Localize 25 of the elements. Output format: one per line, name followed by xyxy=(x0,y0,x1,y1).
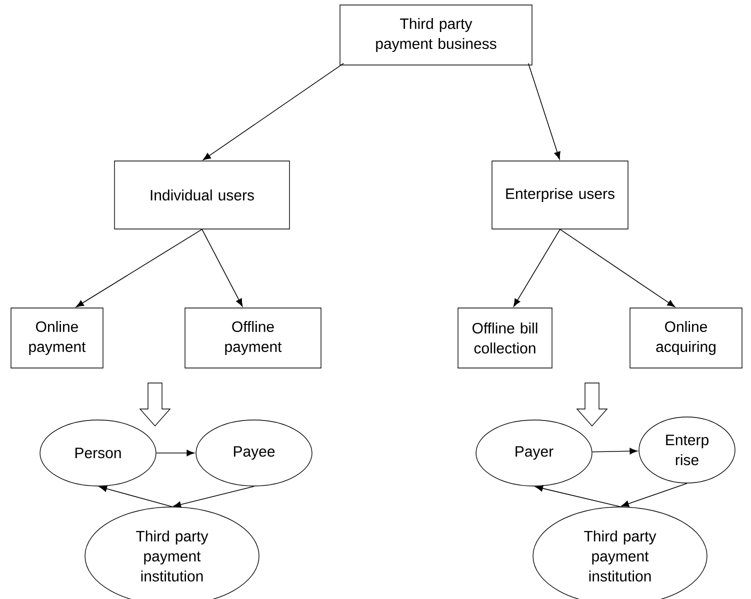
arrow xyxy=(202,62,344,160)
arrow xyxy=(592,448,638,454)
process-box: Online acquiring xyxy=(630,308,742,368)
ellipse-node: Payer xyxy=(476,420,592,486)
process-box: Offline bill collection xyxy=(458,308,552,368)
arrow xyxy=(528,62,560,160)
arrow xyxy=(621,482,688,507)
block-arrow xyxy=(139,382,171,427)
arrow xyxy=(202,228,243,307)
process-box: Offline payment xyxy=(184,308,322,368)
arrow xyxy=(513,228,560,307)
arrow xyxy=(99,486,172,508)
process-box: Individual users xyxy=(114,160,290,230)
process-box: Enterprise users xyxy=(492,160,628,230)
process-box: Third party payment business xyxy=(340,4,532,66)
process-box: Online payment xyxy=(10,308,104,368)
arrow xyxy=(76,228,202,308)
block-arrow xyxy=(576,382,608,427)
ellipse-node: Person xyxy=(40,420,156,486)
ellipse-node: Payee xyxy=(196,420,312,486)
arrow xyxy=(173,486,254,508)
ellipse-node: Enterp rise xyxy=(638,416,736,484)
arrow xyxy=(560,228,676,308)
arrow xyxy=(535,485,620,508)
arrow xyxy=(156,450,194,456)
